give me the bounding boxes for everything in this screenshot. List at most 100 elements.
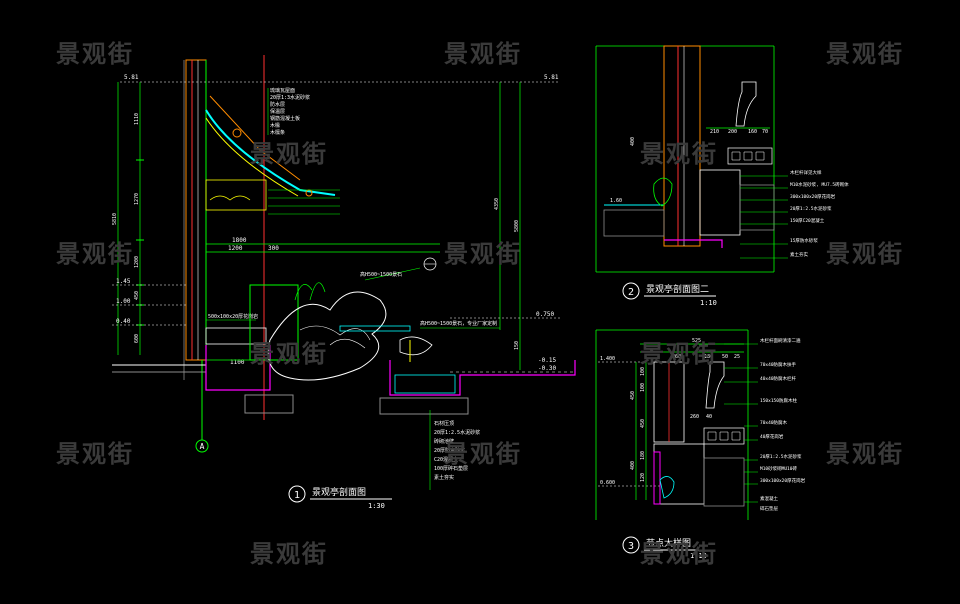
- dim-text: 300: [268, 245, 279, 252]
- dim-text: 400: [630, 137, 636, 146]
- drawing-number: 2: [628, 287, 634, 298]
- dim-text: 1200: [134, 256, 140, 268]
- level-label: 0.40: [116, 318, 131, 325]
- drawing-1-section: A 琉璃瓦屋面 20厚1:3水泥砂浆 防水层 保温层 钢筋混凝土板 木椽 木檩条: [112, 55, 576, 510]
- note-text: 20厚1:2.5水泥砂浆: [790, 205, 832, 212]
- roof-ornament: [232, 128, 242, 138]
- roof-bracket: [205, 179, 267, 211]
- dim-text: 1110: [134, 113, 140, 125]
- dim-text: 180: [704, 354, 713, 360]
- dim-text: 50: [722, 354, 728, 360]
- base-note: 20厚防水砂浆: [434, 447, 465, 454]
- foundation-hatch: [603, 209, 665, 237]
- watermark: 景观街: [640, 140, 718, 168]
- roof-note: 木椽: [270, 122, 280, 129]
- foundation: [244, 394, 294, 414]
- drawing-number: 3: [628, 541, 634, 552]
- dim-text: 400: [630, 461, 636, 470]
- watermark: 景观街: [444, 440, 522, 468]
- handrail: [705, 361, 725, 409]
- level-label: 1.45: [116, 278, 131, 285]
- base-note: 100厚碎石垫层: [434, 465, 468, 472]
- note-text: 150厚C20混凝土: [790, 217, 825, 224]
- drawing-2-section: 210 200 160 70 400 1.60 木栏杆详见大样 M10水泥砂浆,…: [595, 45, 849, 307]
- watermark: 景观街: [56, 240, 134, 268]
- wall-column: [185, 59, 207, 361]
- drawing-3-notes: 木栏杆面刷清漆二遍 70x40防腐木扶手 40x40防腐木栏杆 150x150防…: [724, 337, 806, 512]
- pond-water: [394, 374, 456, 394]
- drawing-scale: 1:30: [368, 502, 385, 510]
- drawing-number-circle: [288, 485, 306, 503]
- plant: [294, 284, 313, 301]
- dim-text: 5810: [112, 213, 118, 225]
- note-text: 木栏杆详见大样: [790, 169, 822, 176]
- moulding: [653, 177, 673, 207]
- dim-text: 450: [630, 391, 636, 400]
- dim-text: 120: [640, 473, 646, 482]
- roof-bracket-detail: [209, 195, 251, 201]
- note-text: 300x100x20厚花岗岩: [790, 193, 836, 200]
- watermark: 景观街: [56, 40, 134, 68]
- column: [663, 45, 701, 247]
- dim-text: 1200: [228, 245, 243, 252]
- note-text: 40x40防腐木栏杆: [760, 375, 797, 382]
- note-text: 150x150防腐木柱: [760, 397, 797, 404]
- dim-text: 450: [640, 419, 646, 428]
- base-note: 20厚1:2.5水泥砂浆: [434, 429, 480, 436]
- dim-text: 600: [134, 334, 140, 343]
- watermark: 景观街: [826, 240, 904, 268]
- level-label: 1.00: [116, 298, 131, 305]
- roof-note: 木檩条: [270, 129, 285, 136]
- rockery-stone-detail: [299, 325, 371, 341]
- plant: [309, 282, 326, 301]
- dim-text: 210: [710, 129, 719, 135]
- base-note: 砖砌池壁: [434, 438, 454, 445]
- dim-text: 150: [514, 341, 520, 350]
- base-note: C20混凝土: [434, 456, 458, 463]
- pond-wall: [389, 360, 576, 396]
- rock-note: 高H500~1500景石，专业厂家定制: [420, 320, 497, 327]
- base-block: [699, 169, 741, 236]
- note-text: 素混凝土: [760, 495, 778, 502]
- base-hatch: [703, 457, 745, 507]
- note-text: 70x40防腐木扶手: [760, 361, 797, 368]
- waterproof-layer: [653, 451, 661, 505]
- stone-note: 高H500~1500景石: [360, 271, 402, 278]
- planter-wall: [205, 345, 271, 391]
- lattice-railing: [727, 147, 773, 165]
- right-dimension-chain: 4350 5800 150 0.750 -0.15 -0.30: [450, 82, 560, 372]
- dim-text: 100: [640, 367, 646, 376]
- dim-text: 200: [728, 129, 737, 135]
- note-text: M10水泥砂浆, MU7.5砖砌体: [790, 181, 849, 188]
- dim-text: 40: [706, 414, 712, 420]
- dim-text: 1270: [134, 193, 140, 205]
- note-text: 15厚防水砂浆: [790, 237, 818, 244]
- drawing-number-circle: [622, 282, 640, 300]
- foundation: [379, 397, 469, 415]
- dim-text: 260: [672, 354, 681, 360]
- detail-callout-box: [249, 284, 299, 361]
- dim-text: 100: [640, 383, 646, 392]
- waterproof-layer: [664, 239, 723, 248]
- drawing-title: 景观亭剖面图: [312, 486, 366, 498]
- level-label: 0.750: [536, 311, 554, 318]
- level-label: -0.30: [538, 365, 556, 372]
- drawing-title: 景观亭剖面图二: [646, 283, 709, 295]
- axis-bubble: [195, 439, 209, 453]
- lattice-pattern: [731, 151, 765, 161]
- drawing-number-circle: [622, 536, 640, 554]
- note-leader: [364, 267, 421, 281]
- roof-notes-group: 琉璃瓦屋面 20厚1:3水泥砂浆 防水层 保温层 钢筋混凝土板 木椽 木檩条: [267, 87, 340, 215]
- watermark: 景观街: [444, 240, 522, 268]
- drawing-2-notes: 木栏杆详见大样 M10水泥砂浆, MU7.5砖砌体 300x100x20厚花岗岩…: [740, 169, 849, 259]
- base-block: [653, 443, 705, 505]
- watermark: 景观街: [250, 340, 328, 368]
- watermark: 景观街: [250, 140, 328, 168]
- dim-text: 70: [762, 129, 768, 135]
- base-note: 石材压顶: [434, 420, 454, 427]
- level-label: 0.600: [600, 480, 615, 486]
- drain: [659, 476, 675, 499]
- dim-text: 1100: [230, 359, 245, 366]
